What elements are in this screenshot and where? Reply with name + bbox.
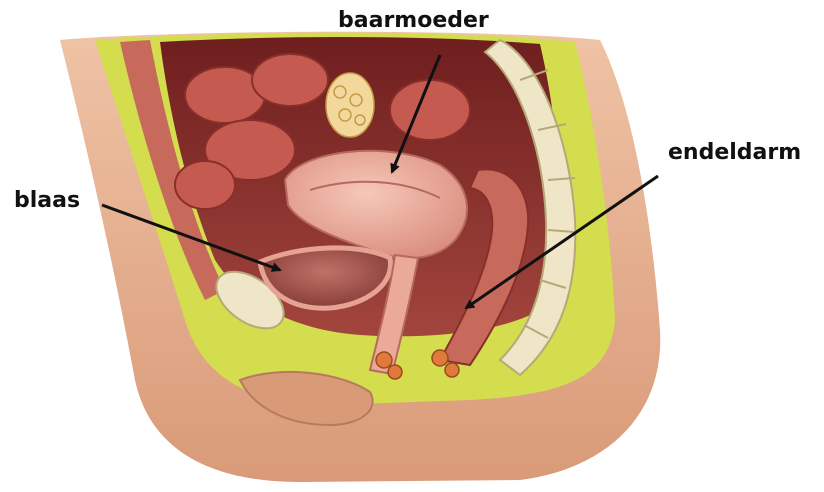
label-rectum: endeldarm — [668, 142, 801, 164]
label-bladder: blaas — [14, 190, 80, 212]
ovary — [326, 73, 374, 137]
label-uterus: baarmoeder — [338, 10, 489, 32]
